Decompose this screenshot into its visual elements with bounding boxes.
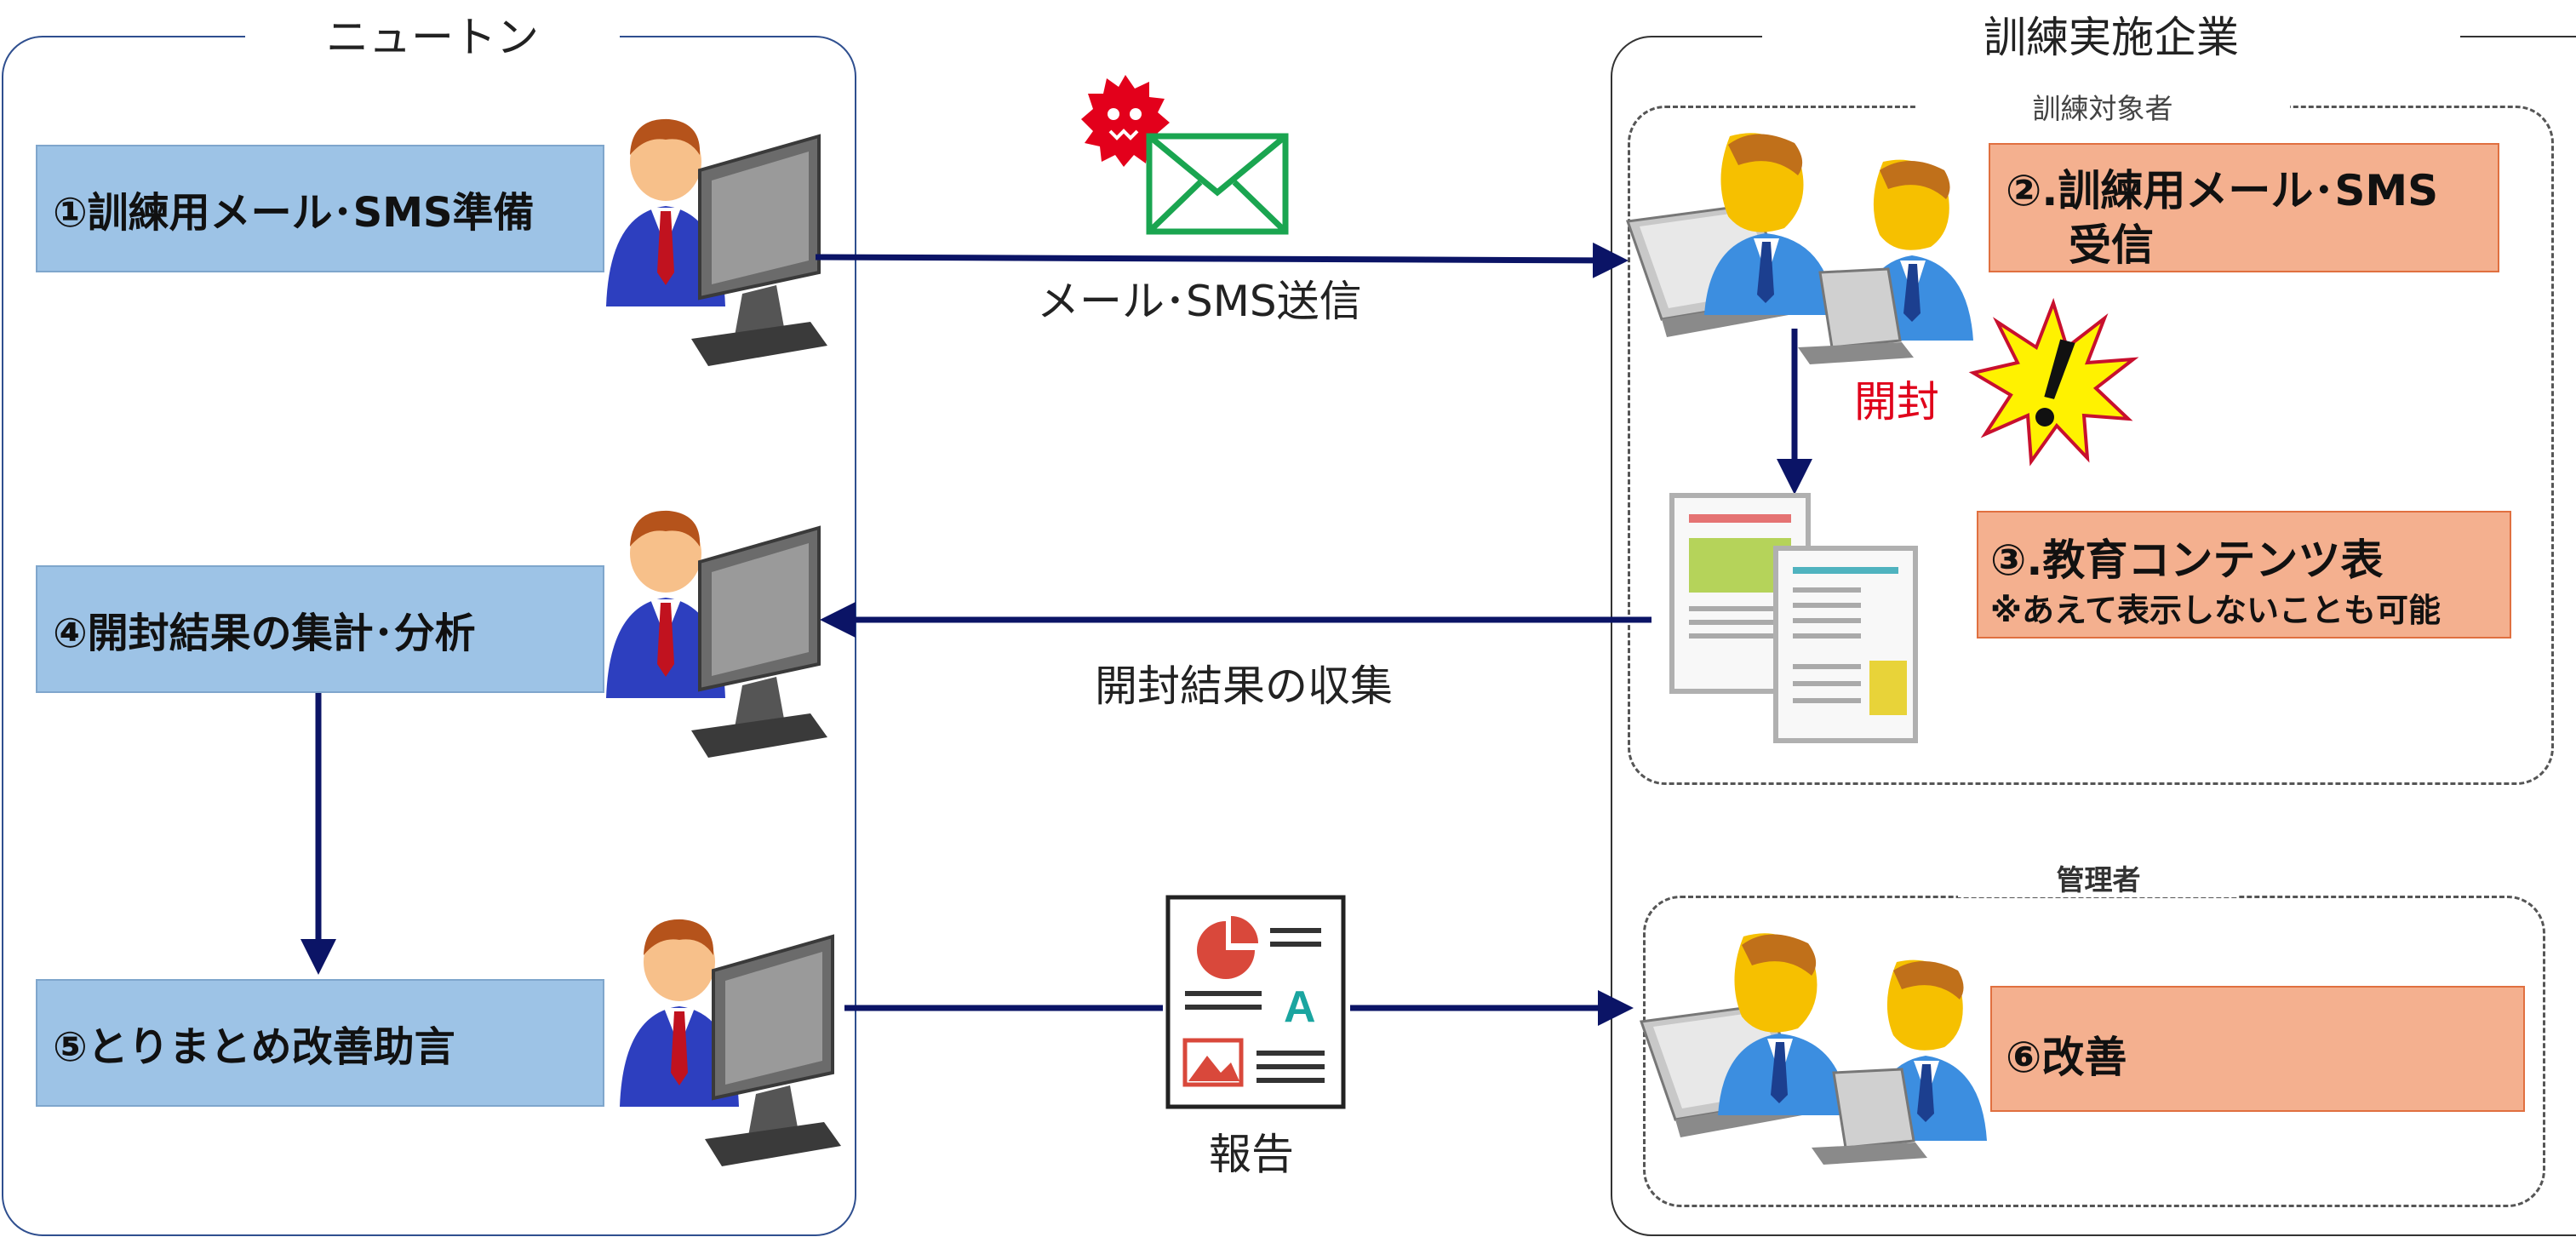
step-2-line-1: ②.訓練用メール･SMS bbox=[2006, 166, 2439, 215]
envelope-icon bbox=[1146, 133, 1289, 235]
step-3-line-2: ※あえて表示しないことも可能 bbox=[1990, 592, 2441, 629]
managers-title: 管理者 bbox=[1958, 863, 2239, 897]
report-document-icon: A bbox=[1165, 895, 1346, 1109]
worker-at-computer-icon bbox=[618, 917, 843, 1168]
step-3-content-box: ③.教育コンテンツ表 ※あえて表示しないことも可能 bbox=[1977, 511, 2511, 639]
worker-at-computer-icon bbox=[604, 508, 829, 759]
documents-icon bbox=[1669, 493, 1918, 743]
report-label: 報告 bbox=[1209, 1130, 1294, 1179]
trainees-title: 訓練対象者 bbox=[1915, 92, 2290, 126]
step-3-line-1: ③.教育コンテンツ表 bbox=[1990, 535, 2384, 585]
step-4-analyze-box: ④開封結果の集計･分析 bbox=[36, 565, 604, 693]
exclamation-burst-icon bbox=[1968, 297, 2139, 467]
step-2-line-2: 受信 bbox=[2069, 220, 2154, 270]
step-6-label: ⑥改善 bbox=[2006, 1033, 2127, 1082]
step-5-advise-box: ⑤とりまとめ改善助言 bbox=[36, 979, 604, 1107]
send-arrow bbox=[815, 242, 1629, 278]
step-6-improve-box: ⑥改善 bbox=[1990, 986, 2525, 1112]
company-group-title: 訓練実施企業 bbox=[1762, 12, 2460, 63]
step-2-receive-box: ②.訓練用メール･SMS 受信 bbox=[1989, 143, 2499, 272]
office-workers-icon bbox=[1626, 131, 1975, 366]
send-label: メール･SMS送信 bbox=[1037, 277, 1362, 326]
newton-group-title: ニュートン bbox=[245, 12, 620, 63]
open-label: 開封 bbox=[1854, 377, 1939, 427]
worker-at-computer-icon bbox=[604, 117, 829, 369]
step-1-prepare-box: ①訓練用メール･SMS準備 bbox=[36, 145, 604, 272]
collect-label: 開封結果の収集 bbox=[1095, 661, 1393, 711]
svg-text:A: A bbox=[1284, 982, 1316, 1032]
office-workers-icon bbox=[1640, 931, 1989, 1166]
